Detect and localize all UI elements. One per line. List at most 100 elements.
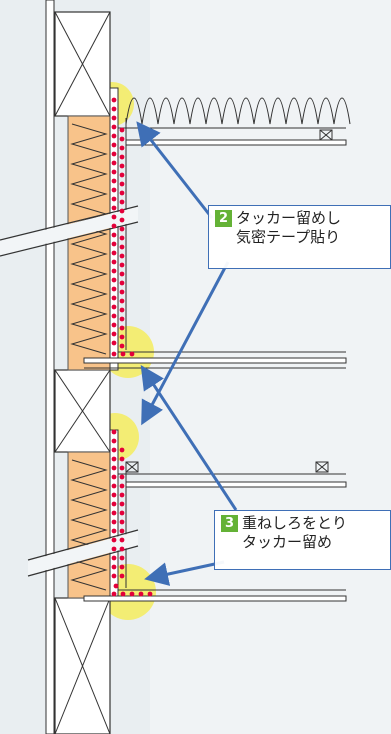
vapor-barrier-dot (111, 268, 117, 274)
callout-2-line2: 気密テープ貼り (236, 228, 341, 246)
vapor-barrier-dot (119, 226, 125, 232)
vapor-barrier-dot (111, 187, 117, 193)
vapor-barrier-dot (111, 304, 117, 310)
vapor-barrier-dot (119, 145, 125, 151)
vapor-barrier-dot (119, 217, 125, 223)
vapor-barrier-dot (111, 537, 117, 543)
outer-sheathing (45, 0, 55, 734)
vapor-barrier-dot (119, 307, 125, 313)
vapor-barrier-dot (111, 214, 117, 220)
vapor-barrier-dot (111, 483, 117, 489)
vapor-barrier-dot (111, 250, 117, 256)
vapor-barrier-dot (119, 465, 125, 471)
vapor-barrier-dot (119, 262, 125, 268)
vapor-barrier-dot (119, 280, 125, 286)
vapor-barrier-dot (119, 546, 125, 552)
vapor-barrier-dot (111, 160, 117, 166)
vapor-barrier-dot (119, 271, 125, 277)
vapor-barrier-dot (138, 591, 144, 597)
break-line-lower (27, 529, 139, 577)
vapor-barrier-dot (119, 447, 125, 453)
vapor-barrier-dot (119, 298, 125, 304)
vapor-barrier-dot (111, 351, 117, 357)
vapor-barrier-dot (111, 97, 117, 103)
vapor-barrier-dot (147, 591, 153, 597)
vapor-barrier-dot (119, 510, 125, 516)
vapor-barrier-dot (119, 172, 125, 178)
vapor-barrier-dot (119, 501, 125, 507)
vapor-barrier-dot (111, 151, 117, 157)
vapor-barrier-dot (119, 343, 125, 349)
arrow-callout3-upper (140, 364, 238, 511)
vapor-barrier-dot (119, 235, 125, 241)
vapor-barrier-dot (119, 163, 125, 169)
vapor-barrier-dot (111, 456, 117, 462)
arrow-callout3-lower (144, 560, 225, 586)
vapor-barrier-dot (129, 591, 135, 597)
vapor-barrier-dot (119, 456, 125, 462)
floor-upper (83, 351, 347, 369)
floor-lower (83, 589, 347, 602)
vapor-barrier-dot (119, 537, 125, 543)
vapor-barrier-dot (111, 142, 117, 148)
step-3-badge: 3 (221, 515, 238, 532)
vapor-barrier-dot (129, 351, 135, 357)
vapor-barrier-dot (111, 277, 117, 283)
vapor-barrier-dot (111, 465, 117, 471)
vapor-barrier-dot (111, 241, 117, 247)
wall-insulation-zigzag-upper (70, 123, 108, 355)
vapor-barrier-dot (119, 199, 125, 205)
vapor-barrier-dot (111, 438, 117, 444)
vapor-barrier-dot (119, 181, 125, 187)
vapor-barrier-dot (119, 555, 125, 561)
vapor-barrier-dot (111, 223, 117, 229)
vapor-barrier-dot (119, 573, 125, 579)
arrow-callout2-upper (136, 121, 214, 219)
vapor-barrier-dot (111, 555, 117, 561)
ceiling-joist-lower (118, 461, 347, 488)
vapor-barrier-dot (111, 331, 117, 337)
beam-middle (54, 369, 111, 453)
vapor-barrier-dot (111, 115, 117, 121)
ceiling-insulation-zigzag (125, 97, 351, 125)
arrows (136, 121, 238, 586)
beam-top (54, 11, 111, 117)
vapor-barrier-dot (119, 208, 125, 214)
vapor-barrier-dot (119, 492, 125, 498)
vapor-barrier-dot (119, 519, 125, 525)
vapor-barrier-dots (111, 97, 153, 597)
vapor-barrier-dot (111, 429, 117, 435)
callout-3-line1: 重ねしろをとり (242, 514, 348, 532)
background-light (150, 0, 391, 734)
vapor-barrier-dot (111, 510, 117, 516)
vapor-barrier-dot (119, 564, 125, 570)
vapor-barrier-dot (111, 169, 117, 175)
vapor-barrier-dot (111, 124, 117, 130)
vapor-barrier-dot (111, 232, 117, 238)
callout-3-line2: タッカー留め (242, 533, 333, 551)
vapor-barrier-dot (119, 289, 125, 295)
vapor-barrier-dot (120, 591, 126, 597)
vapor-barrier-dot (111, 106, 117, 112)
vapor-barrier-dot (111, 286, 117, 292)
vapor-barrier-dot (113, 583, 119, 589)
wall-insulation-zigzag-lower (70, 459, 108, 591)
vapor-barrier-dot (111, 564, 117, 570)
vapor-barrier-dot (111, 501, 117, 507)
vapor-barrier-dot (111, 133, 117, 139)
vapor-barrier-dot (119, 325, 125, 331)
vapor-barrier-dot (111, 528, 117, 534)
wall-insulation-lower (67, 451, 111, 599)
vapor-barrier-dot (111, 546, 117, 552)
vapor-barrier-dot (119, 190, 125, 196)
beam-bottom (54, 597, 111, 734)
vapor-barrier-dot (119, 136, 125, 142)
vapor-barrier-dot (119, 244, 125, 250)
vapor-barrier-dot (120, 351, 126, 357)
vapor-barrier-dot (119, 528, 125, 534)
vapor-barrier-dot (111, 340, 117, 346)
vapor-barrier-dot (119, 154, 125, 160)
